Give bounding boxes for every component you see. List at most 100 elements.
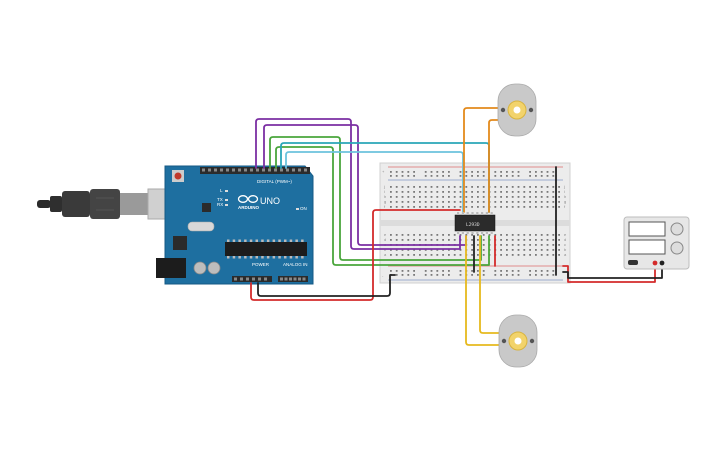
- breadboard-hole[interactable]: [494, 196, 497, 198]
- breadboard-hole[interactable]: [500, 196, 502, 198]
- breadboard-hole[interactable]: [540, 171, 543, 173]
- breadboard-hole[interactable]: [413, 206, 415, 208]
- breadboard-hole[interactable]: [448, 171, 450, 173]
- wire-green[interactable]: [269, 136, 482, 261]
- breadboard-hole[interactable]: [482, 186, 485, 188]
- header-pin[interactable]: [220, 168, 223, 172]
- breadboard-hole[interactable]: [500, 254, 502, 256]
- breadboard-hole[interactable]: [424, 239, 427, 241]
- breadboard-hole[interactable]: [448, 206, 450, 208]
- breadboard-hole[interactable]: [552, 186, 555, 188]
- breadboard-hole[interactable]: [535, 206, 537, 208]
- breadboard-hole[interactable]: [477, 191, 479, 193]
- breadboard-hole[interactable]: [465, 175, 468, 177]
- header-pin[interactable]: [226, 168, 229, 172]
- breadboard-hole[interactable]: [540, 186, 543, 188]
- breadboard-hole[interactable]: [552, 171, 555, 173]
- header-pin[interactable]: [202, 168, 205, 172]
- breadboard-hole[interactable]: [430, 186, 433, 188]
- breadboard-hole[interactable]: [506, 254, 508, 256]
- breadboard-hole[interactable]: [471, 239, 473, 241]
- breadboard-hole[interactable]: [523, 254, 526, 256]
- breadboard-hole[interactable]: [465, 206, 468, 208]
- breadboard-hole[interactable]: [448, 270, 450, 272]
- breadboard-hole[interactable]: [436, 171, 439, 173]
- breadboard-hole[interactable]: [523, 239, 526, 241]
- breadboard-hole[interactable]: [546, 244, 549, 246]
- breadboard-hole[interactable]: [494, 274, 497, 276]
- breadboard-hole[interactable]: [401, 274, 404, 276]
- breadboard-hole[interactable]: [424, 196, 427, 198]
- breadboard-hole[interactable]: [558, 196, 560, 198]
- breadboard-hole[interactable]: [471, 175, 473, 177]
- breadboard-hole[interactable]: [500, 249, 502, 251]
- breadboard-hole[interactable]: [552, 234, 555, 236]
- header-pin[interactable]: [280, 168, 283, 172]
- breadboard-hole[interactable]: [511, 239, 514, 241]
- breadboard-hole[interactable]: [419, 201, 421, 203]
- breadboard-hole[interactable]: [477, 171, 479, 173]
- breadboard-hole[interactable]: [419, 234, 421, 236]
- wire-purple[interactable]: [263, 124, 467, 246]
- breadboard-hole[interactable]: [517, 191, 520, 193]
- breadboard-hole[interactable]: [500, 244, 502, 246]
- power-supply[interactable]: [623, 216, 690, 270]
- breadboard-hole[interactable]: [517, 201, 520, 203]
- breadboard-hole[interactable]: [448, 196, 450, 198]
- breadboard-hole[interactable]: [395, 186, 398, 188]
- breadboard-hole[interactable]: [552, 201, 555, 203]
- breadboard-hole[interactable]: [413, 171, 415, 173]
- breadboard-hole[interactable]: [424, 206, 427, 208]
- breadboard-hole[interactable]: [506, 196, 508, 198]
- breadboard-hole[interactable]: [424, 175, 427, 177]
- breadboard-hole[interactable]: [540, 239, 543, 241]
- breadboard-hole[interactable]: [459, 191, 462, 193]
- header-pin[interactable]: [304, 168, 307, 172]
- header-pin[interactable]: [289, 277, 292, 281]
- breadboard-hole[interactable]: [529, 201, 531, 203]
- breadboard-hole[interactable]: [546, 274, 549, 276]
- breadboard-hole[interactable]: [442, 239, 444, 241]
- wire-purple[interactable]: [255, 118, 461, 250]
- breadboard-hole[interactable]: [413, 254, 415, 256]
- breadboard-hole[interactable]: [535, 274, 537, 276]
- breadboard-hole[interactable]: [546, 239, 549, 241]
- breadboard-hole[interactable]: [529, 206, 531, 208]
- breadboard-hole[interactable]: [529, 239, 531, 241]
- header-pin[interactable]: [240, 277, 243, 281]
- breadboard-hole[interactable]: [424, 171, 427, 173]
- breadboard-hole[interactable]: [436, 201, 439, 203]
- breadboard-hole[interactable]: [494, 171, 497, 173]
- breadboard-hole[interactable]: [558, 186, 560, 188]
- breadboard-hole[interactable]: [517, 270, 520, 272]
- breadboard-hole[interactable]: [535, 201, 537, 203]
- breadboard-hole[interactable]: [540, 254, 543, 256]
- breadboard-hole[interactable]: [552, 196, 555, 198]
- breadboard-hole[interactable]: [546, 270, 549, 272]
- breadboard-hole[interactable]: [395, 274, 398, 276]
- breadboard-hole[interactable]: [552, 249, 555, 251]
- breadboard-hole[interactable]: [395, 206, 398, 208]
- breadboard-hole[interactable]: [471, 274, 473, 276]
- breadboard-hole[interactable]: [535, 186, 537, 188]
- breadboard-hole[interactable]: [477, 196, 479, 198]
- breadboard-hole[interactable]: [523, 191, 526, 193]
- breadboard-hole[interactable]: [500, 175, 502, 177]
- breadboard-hole[interactable]: [390, 175, 392, 177]
- breadboard-hole[interactable]: [424, 201, 427, 203]
- header-pin[interactable]: [293, 277, 297, 281]
- breadboard-hole[interactable]: [442, 254, 444, 256]
- breadboard-hole[interactable]: [465, 201, 468, 203]
- breadboard-hole[interactable]: [390, 206, 392, 208]
- breadboard-hole[interactable]: [517, 254, 520, 256]
- breadboard-hole[interactable]: [413, 191, 415, 193]
- breadboard-hole[interactable]: [390, 234, 392, 236]
- breadboard-hole[interactable]: [401, 196, 404, 198]
- breadboard-hole[interactable]: [453, 201, 456, 203]
- breadboard-hole[interactable]: [523, 186, 526, 188]
- breadboard-hole[interactable]: [523, 249, 526, 251]
- breadboard-hole[interactable]: [436, 191, 439, 193]
- breadboard-hole[interactable]: [540, 191, 543, 193]
- breadboard-hole[interactable]: [390, 254, 392, 256]
- breadboard-hole[interactable]: [459, 186, 462, 188]
